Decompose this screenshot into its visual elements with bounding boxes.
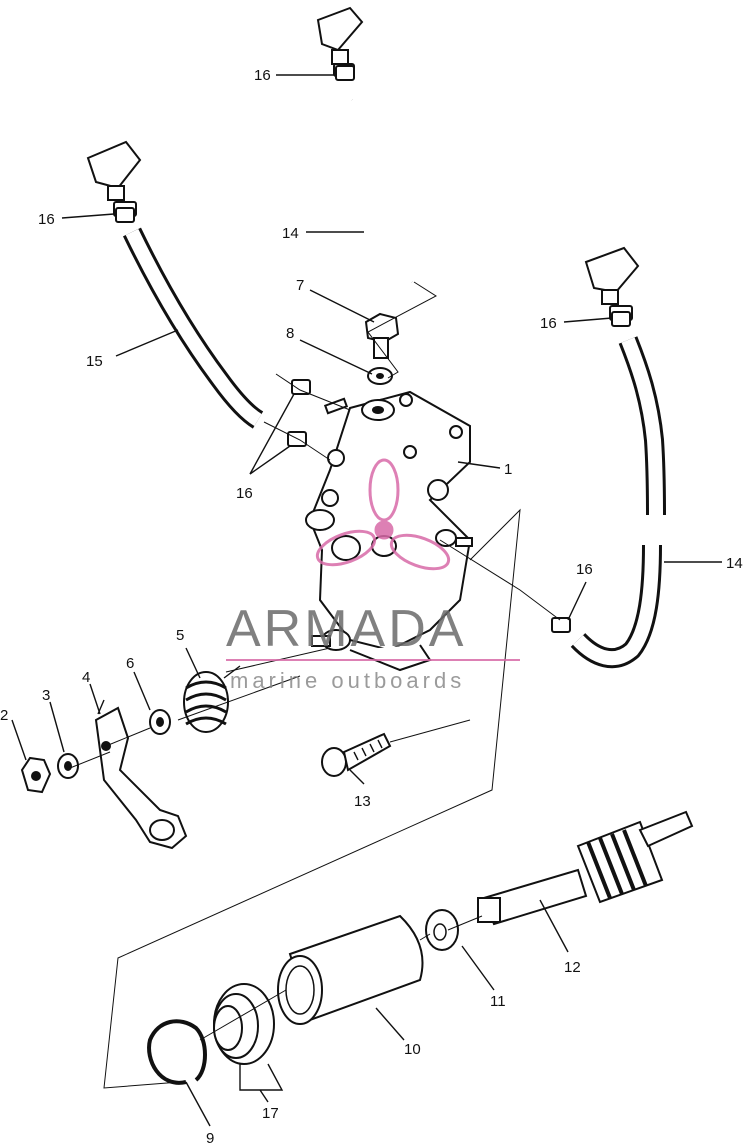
screw-13 bbox=[321, 732, 392, 777]
callout-6: 6 bbox=[126, 655, 134, 672]
callout-14-top: 14 bbox=[282, 225, 299, 242]
clip-16 bbox=[551, 617, 571, 633]
callout-16-lower: 16 bbox=[576, 561, 593, 578]
washer-6 bbox=[149, 709, 171, 735]
callout-3: 3 bbox=[42, 687, 50, 704]
callout-1: 1 bbox=[504, 461, 512, 478]
callout-8: 8 bbox=[286, 325, 294, 342]
callout-10: 10 bbox=[404, 1041, 421, 1058]
hose-14-top bbox=[345, 98, 416, 289]
callout-15: 15 bbox=[86, 353, 103, 370]
spring-5 bbox=[183, 665, 241, 733]
hose-14-right-lower bbox=[570, 544, 662, 669]
callout-4: 4 bbox=[82, 669, 90, 686]
watermark-tagline: marine outboards bbox=[230, 668, 465, 693]
washer-3 bbox=[57, 753, 79, 779]
callout-11: 11 bbox=[490, 993, 506, 1010]
callout-16-center: 16 bbox=[236, 485, 253, 502]
lever-4 bbox=[94, 699, 188, 850]
bolt-7 bbox=[364, 312, 400, 359]
watermark: ARMADA marine outboards bbox=[226, 458, 520, 693]
driven-gear-12 bbox=[477, 810, 694, 926]
callout-13: 13 bbox=[354, 793, 371, 810]
watermark-brand: ARMADA bbox=[226, 600, 466, 658]
callout-7: 7 bbox=[296, 277, 304, 294]
oil-pump-body-1 bbox=[305, 390, 473, 672]
callout-16-right: 16 bbox=[540, 315, 557, 332]
sleeve-10 bbox=[277, 914, 424, 1025]
clip-16 bbox=[335, 65, 355, 81]
callout-labels: 1 2 3 4 5 6 7 8 9 10 11 12 13 14 14 15 1… bbox=[0, 67, 743, 1147]
clip-16 bbox=[115, 207, 135, 223]
washer-8 bbox=[367, 367, 393, 385]
nozzle-left bbox=[86, 140, 142, 217]
callout-14-right: 14 bbox=[726, 555, 743, 572]
callout-9: 9 bbox=[206, 1130, 214, 1147]
clip-16 bbox=[611, 311, 631, 327]
callout-16-left: 16 bbox=[38, 211, 55, 228]
propeller-logo bbox=[315, 458, 451, 571]
callout-17: 17 bbox=[262, 1105, 279, 1122]
callout-16-top: 16 bbox=[254, 67, 271, 84]
seal-17 bbox=[213, 983, 275, 1065]
circlip-9 bbox=[147, 1019, 207, 1085]
leader-lines bbox=[11, 74, 722, 1127]
nozzle-right bbox=[584, 246, 640, 321]
callout-12: 12 bbox=[564, 959, 581, 976]
nut-2 bbox=[20, 756, 52, 794]
hose-15-left bbox=[122, 227, 264, 429]
callout-2: 2 bbox=[0, 707, 8, 724]
callout-5: 5 bbox=[176, 627, 184, 644]
clip-16 bbox=[291, 379, 311, 395]
hose-right-upper bbox=[618, 336, 666, 516]
washer-11 bbox=[425, 909, 459, 951]
